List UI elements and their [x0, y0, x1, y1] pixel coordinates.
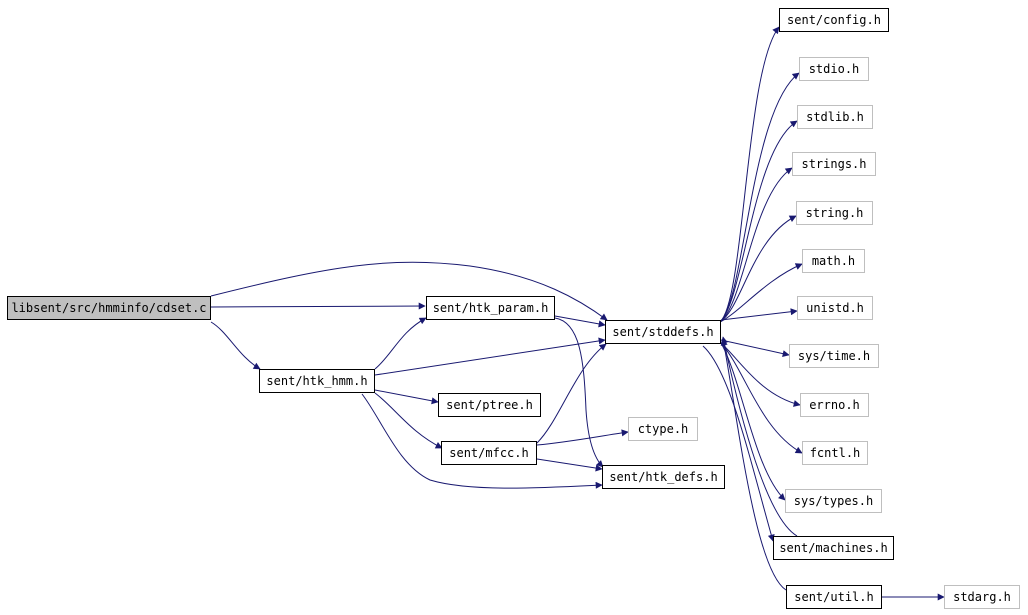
node-sys-types: sys/types.h — [785, 489, 882, 513]
node-stdlib: stdlib.h — [797, 105, 873, 129]
node-util[interactable]: sent/util.h — [786, 585, 882, 609]
edge-stddefs-to-stdlib — [719, 120, 798, 323]
edge-htk_hmm-to-ptree — [374, 389, 439, 405]
edge-stddefs-to-strings — [719, 167, 793, 323]
edge-stddefs-to-fcntl — [720, 342, 803, 454]
edge-stddefs-to-config — [719, 26, 780, 323]
edge-cdset-to-htk_hmm — [210, 321, 261, 370]
edge-cdset-to-htk_param — [210, 302, 426, 310]
edge-stddefs-to-systime — [720, 339, 790, 358]
node-ptree[interactable]: sent/ptree.h — [438, 393, 541, 417]
edge-stddefs-to-systypes — [720, 342, 786, 501]
node-htk-defs[interactable]: sent/htk_defs.h — [602, 465, 725, 489]
edge-htk_hmm-to-mfcc — [374, 392, 443, 449]
node-config[interactable]: sent/config.h — [779, 8, 889, 32]
edge-stddefs-to-string — [719, 215, 797, 323]
edge-mfcc-to-ctype — [536, 429, 629, 446]
edge-stddefs-to-stdio — [719, 72, 800, 323]
node-stdarg: stdarg.h — [944, 585, 1020, 609]
edge-mfcc-to-htk_defs — [536, 458, 603, 472]
edge-stddefs-to-machines — [702, 345, 775, 542]
edge-stddefs-to-math — [719, 263, 803, 323]
node-unistd: unistd.h — [797, 296, 873, 320]
node-htk-param[interactable]: sent/htk_param.h — [426, 296, 555, 320]
node-math: math.h — [802, 249, 865, 273]
node-htk-hmm[interactable]: sent/htk_hmm.h — [259, 369, 375, 393]
edge-htk_param-to-htk_defs — [554, 317, 604, 468]
edge-htk_hmm-to-htk_defs — [361, 393, 603, 489]
edge-mfcc-to-stddefs — [536, 343, 607, 444]
edge-htk_param-to-stddefs — [554, 315, 606, 328]
node-machines[interactable]: sent/machines.h — [773, 536, 894, 560]
node-stdio: stdio.h — [799, 57, 869, 81]
edge-stddefs-to-util — [720, 336, 798, 537]
edge-stddefs-to-errno — [720, 342, 801, 407]
node-stddefs[interactable]: sent/stddefs.h — [605, 320, 721, 344]
node-mfcc[interactable]: sent/mfcc.h — [441, 441, 537, 465]
node-sys-time: sys/time.h — [789, 344, 879, 368]
node-fcntl: fcntl.h — [802, 441, 868, 465]
edge-cdset-to-stddefs — [210, 261, 608, 321]
edge-machines-to-stddefs — [720, 338, 787, 591]
node-strings: strings.h — [792, 152, 876, 176]
edge-htk_hmm-to-stddefs — [374, 337, 606, 376]
node-cdset: libsent/src/hmminfo/cdset.c — [7, 296, 211, 320]
node-string: string.h — [796, 201, 873, 225]
edge-stddefs-to-unistd — [720, 308, 798, 321]
node-ctype: ctype.h — [628, 417, 698, 441]
node-errno: errno.h — [800, 393, 869, 417]
edge-htk_hmm-to-htk_param — [374, 317, 427, 370]
